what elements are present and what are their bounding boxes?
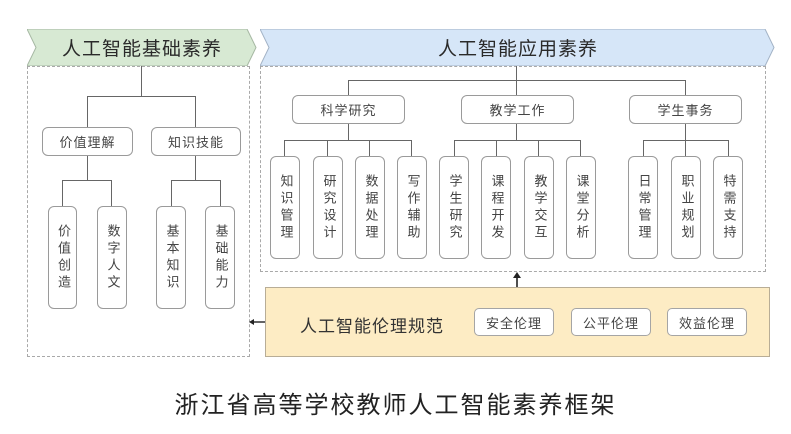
connector <box>87 96 196 98</box>
item-data-processing: 数据处理 <box>355 156 385 259</box>
connector <box>685 124 687 140</box>
ethics-title: 人工智能伦理规范 <box>300 317 444 337</box>
connector <box>141 66 143 97</box>
arrow-up-icon <box>513 272 521 287</box>
connector <box>454 140 456 156</box>
foundation-region <box>27 66 250 357</box>
item-basic-knowledge: 基本知识 <box>156 206 186 309</box>
foundation-banner: 人工智能基础素养 <box>27 29 257 66</box>
connector <box>195 156 197 181</box>
item-daily-management: 日常管理 <box>628 156 658 259</box>
connector <box>348 124 350 140</box>
connector <box>516 124 518 140</box>
item-research-design: 研究设计 <box>313 156 343 259</box>
application-banner: 人工智能应用素养 <box>260 29 776 66</box>
connector <box>369 140 371 156</box>
group-value-understanding: 价值理解 <box>42 127 133 156</box>
connector <box>87 156 89 181</box>
connector <box>538 140 540 156</box>
connector <box>327 140 329 156</box>
group-knowledge-skills: 知识技能 <box>151 127 241 156</box>
connector <box>220 180 222 206</box>
item-teaching-interaction: 教学交互 <box>524 156 554 259</box>
item-writing-assistance: 写作辅助 <box>397 156 427 259</box>
item-course-development: 课程开发 <box>481 156 511 259</box>
connector <box>62 180 112 182</box>
item-special-needs-support: 特需支持 <box>713 156 743 259</box>
ethics-item-fairness: 公平伦理 <box>571 308 651 336</box>
group-scientific-research: 科学研究 <box>292 95 405 124</box>
connector <box>516 80 518 95</box>
application-title: 人工智能应用素养 <box>437 38 598 60</box>
foundation-title: 人工智能基础素养 <box>61 38 222 60</box>
connector <box>171 180 173 206</box>
connector <box>87 96 89 127</box>
connector <box>685 80 687 95</box>
item-classroom-analysis: 课堂分析 <box>566 156 596 259</box>
connector <box>580 140 582 156</box>
item-basic-ability: 基础能力 <box>205 206 235 309</box>
connector <box>195 96 197 127</box>
connector <box>411 140 413 156</box>
connector <box>284 140 412 142</box>
connector <box>685 140 687 156</box>
arrow-left-icon <box>249 319 265 325</box>
item-student-research: 学生研究 <box>439 156 469 259</box>
item-digital-humanities: 数字人文 <box>97 206 127 309</box>
connector <box>728 140 730 156</box>
item-career-planning: 职业规划 <box>671 156 701 259</box>
group-student-affairs: 学生事务 <box>629 95 742 124</box>
connector <box>643 140 645 156</box>
connector <box>496 140 498 156</box>
ethics-item-benefit: 效益伦理 <box>667 308 747 336</box>
connector <box>348 80 350 95</box>
connector <box>111 180 113 206</box>
item-value-creation: 价值创造 <box>48 206 77 309</box>
connector <box>171 180 221 182</box>
group-teaching-work: 教学工作 <box>461 95 574 124</box>
connector <box>454 140 581 142</box>
connector <box>62 180 64 206</box>
foundation-banner-shape <box>27 29 257 66</box>
application-banner-shape <box>260 29 775 66</box>
connector <box>516 66 518 80</box>
item-knowledge-management: 知识管理 <box>270 156 300 259</box>
application-region <box>260 66 766 272</box>
diagram-caption: 浙江省高等学校教师人工智能素养框架 <box>174 391 617 419</box>
ethics-item-safety: 安全伦理 <box>474 308 554 336</box>
connector <box>284 140 286 156</box>
